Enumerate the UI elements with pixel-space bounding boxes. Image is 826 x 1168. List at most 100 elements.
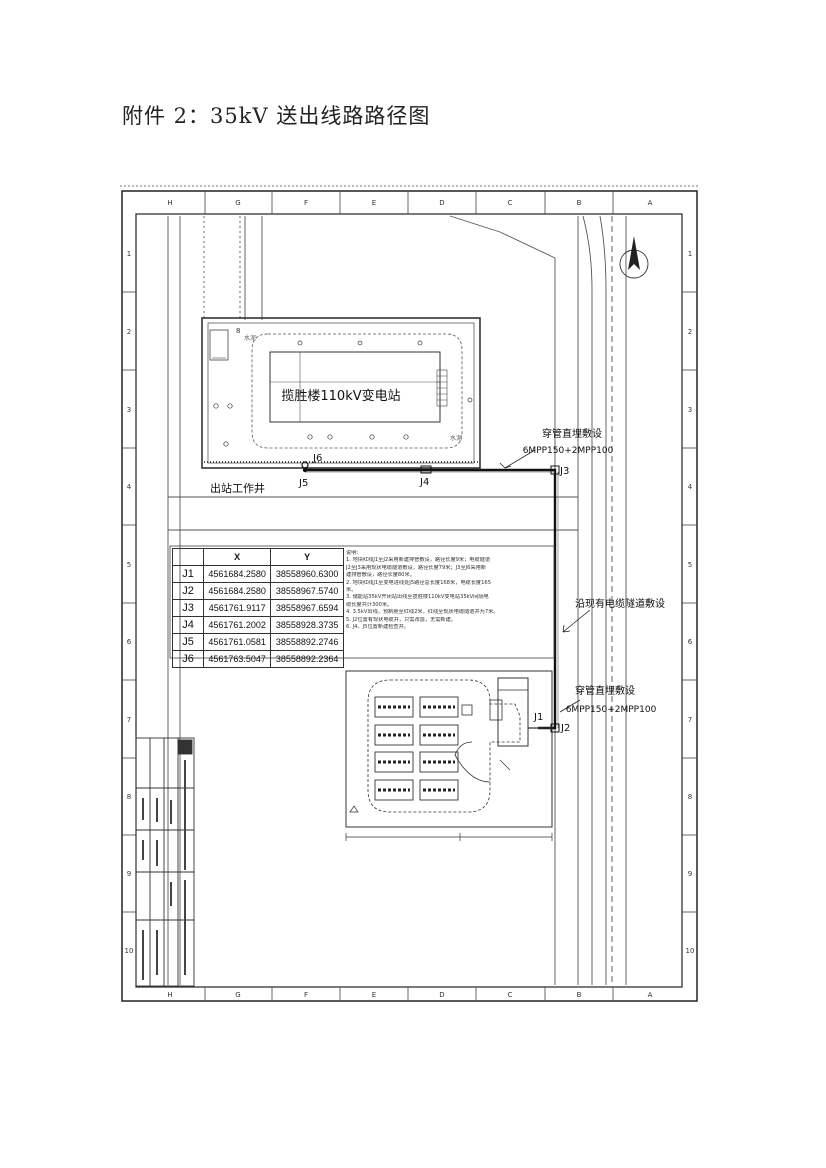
note-line: 5. J2位置有现状电缆井，只需改造，无需新建。	[346, 616, 456, 623]
table-cell: 4561763.5047	[202, 650, 272, 668]
grid-letter: C	[508, 991, 513, 999]
grid-letter: A	[648, 199, 653, 207]
grid-letter: D	[439, 991, 444, 999]
substation-label: 揽胜楼110kV变电站	[281, 388, 400, 404]
grid-letter: G	[235, 991, 240, 999]
table-cell: 4561761.2002	[202, 616, 272, 634]
grid-number: 1	[127, 250, 131, 258]
grid-number: 6	[688, 638, 693, 646]
joint-label: J2	[560, 723, 570, 734]
note-line: 6. J4、J5位置新建检查井。	[346, 624, 409, 631]
grid-number: 2	[127, 328, 131, 336]
table-cell: J6	[172, 650, 204, 668]
table-cell: J4	[172, 616, 204, 634]
north-arrow-icon	[619, 236, 649, 279]
table-row: J3 4561761.9117 38558967.6594	[172, 599, 344, 617]
table-cell: J5	[172, 633, 204, 651]
table-cell: 38558892.2364	[270, 650, 344, 668]
grid-letter: G	[235, 199, 240, 207]
note-line: 米。	[346, 587, 357, 594]
note-line: 建排管敷设，路径长度80米。	[346, 572, 415, 579]
grid-number: 3	[127, 406, 131, 414]
joint-marker	[420, 465, 432, 474]
grid-number: 6	[127, 638, 132, 646]
leader-lines	[499, 449, 591, 713]
table-row: J1 4561684.2580 38558960.6300	[172, 565, 344, 583]
note-line: 3. 储能站35kV开闭站出线至揽胜楼110kV变电站35kV间隔电	[346, 594, 489, 601]
grid-number: 5	[688, 561, 692, 569]
title-block	[135, 737, 195, 987]
table-cell: 38558928.3735	[270, 616, 344, 634]
grid-letter: D	[439, 199, 444, 207]
substation-compound	[201, 317, 481, 469]
notes-block: 说明： 1. 地块红线J1至J2采用新建排管敷设，路径长度9米；电缆隧道 J2至…	[346, 550, 556, 631]
joint-label: J6	[312, 453, 322, 464]
joint-label: J5	[298, 478, 308, 489]
grid-letter: F	[304, 991, 308, 999]
table-cell: 4561761.9117	[202, 599, 272, 617]
route-label: 沿现有电缆隧道敷设	[575, 597, 665, 610]
inner-frame	[135, 213, 683, 988]
grid-number: 4	[127, 483, 132, 491]
table-notes-frame	[169, 545, 555, 659]
notes-title: 说明：	[346, 550, 362, 556]
table-cell: 38558892.2746	[270, 633, 344, 651]
grid-number: 1	[688, 250, 692, 258]
joint-label: J1	[533, 712, 543, 723]
column-header: X	[202, 548, 272, 566]
joint-marker	[302, 467, 308, 473]
route-label: 穿管直埋敷设	[575, 684, 635, 697]
table-row: J2 4561684.2580 38558967.5740	[172, 582, 344, 600]
table-cell: 4561761.0581	[202, 633, 272, 651]
grid-letter: C	[508, 199, 513, 207]
grid-number: 2	[688, 328, 692, 336]
page-title: 附件 2：35kV 送出线路路径图	[122, 104, 431, 128]
grid-letter: B	[577, 991, 582, 999]
table-row: J6 4561763.5047 38558892.2364	[172, 650, 344, 668]
grid-letter: H	[167, 199, 172, 207]
grid-number: 3	[688, 406, 692, 414]
table-cell: J1	[172, 565, 204, 583]
water-label: 水泥	[450, 434, 462, 442]
grid-number: 8	[127, 793, 131, 801]
table-row: J4 4561761.2002 38558928.3735	[172, 616, 344, 634]
note-line: 2. 地块红线J1至变电进线处J5路径总长度168米，电缆长度165	[346, 579, 491, 586]
grid-divisions	[122, 191, 697, 1001]
grid-number: 10	[686, 947, 695, 955]
grid-letter: E	[372, 199, 376, 207]
note-line: J2至J3采用现状电缆隧道敷设，路径长度79米；J3至J6采用新	[346, 564, 487, 571]
table-header-row: X Y	[172, 548, 344, 566]
table-cell: 38558960.6300	[270, 565, 344, 583]
table-cell: 38558967.6594	[270, 599, 344, 617]
table-row: J5 4561761.0581 38558892.2746	[172, 633, 344, 651]
joint-label: J3	[559, 466, 569, 477]
grid-letter: F	[304, 199, 308, 207]
water-label: 水泥	[244, 334, 256, 342]
table-cell: 38558967.5740	[270, 582, 344, 600]
table-cell: J2	[172, 582, 204, 600]
grid-number: 8	[688, 793, 692, 801]
grid-number: 9	[688, 870, 692, 878]
grid-letter: H	[167, 991, 172, 999]
joint-marker	[550, 465, 560, 475]
joint-label: J4	[419, 477, 429, 488]
grid-numbers: 1 2 3 4 5 6 7 8 9 10 1 2 3 4 5 6 7 8 9 1…	[125, 250, 695, 955]
grid-letters: H G F E D C B A H G F E D C B A	[167, 199, 652, 999]
table-cell: J3	[172, 599, 204, 617]
column-header	[172, 548, 204, 566]
column-header: Y	[270, 548, 344, 566]
storage-site-plan	[345, 670, 553, 841]
exit-well-label: 出站工作井	[210, 481, 265, 495]
grid-number: 4	[688, 483, 693, 491]
marker-8: 8	[236, 327, 240, 335]
coordinate-table: X Y J1 4561684.2580 38558960.6300 J2 456…	[172, 548, 344, 668]
grid-letter: B	[577, 199, 582, 207]
grid-number: 5	[127, 561, 131, 569]
road-lines	[167, 215, 627, 985]
grid-number: 10	[125, 947, 134, 955]
route-label: 6MPP150+2MPP100	[566, 705, 657, 715]
route-label: 6MPP150+2MPP100	[523, 446, 614, 456]
grid-number: 7	[688, 716, 692, 724]
grid-number: 7	[127, 716, 131, 724]
